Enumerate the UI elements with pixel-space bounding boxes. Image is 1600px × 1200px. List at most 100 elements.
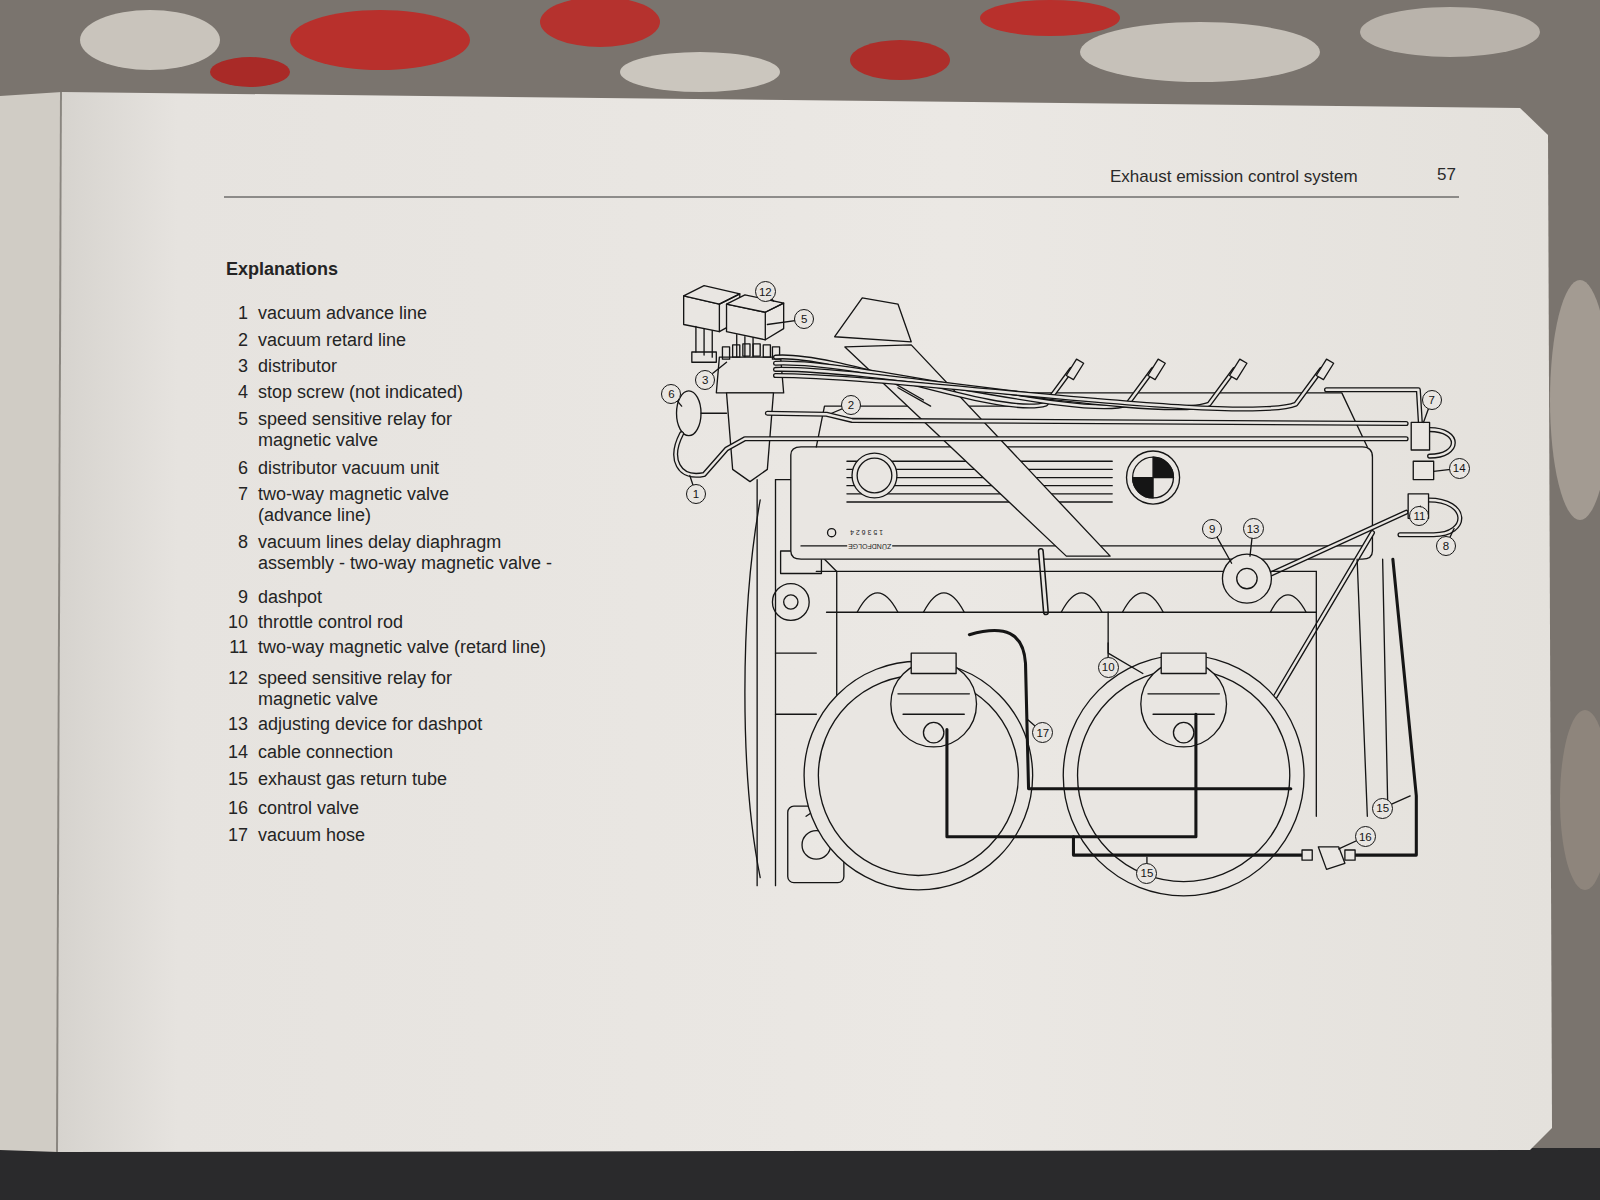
item-number: 9 bbox=[208, 587, 248, 608]
engine-drawing bbox=[772, 584, 809, 621]
engine-drawing bbox=[1148, 359, 1165, 379]
engine-drawing bbox=[1041, 551, 1046, 612]
workbench-background bbox=[1560, 710, 1600, 890]
engine-drawing bbox=[1066, 359, 1083, 379]
engine-drawing bbox=[852, 453, 897, 498]
engine-drawing bbox=[1133, 478, 1153, 498]
item-description: speed sensitive relay for magnetic valve bbox=[258, 409, 498, 451]
workbench-background bbox=[80, 10, 220, 70]
engine-drawing bbox=[1430, 430, 1454, 457]
book-page bbox=[0, 92, 62, 1152]
engine-drawing bbox=[722, 347, 729, 359]
engine-drawing bbox=[692, 352, 716, 362]
engine-drawing bbox=[969, 631, 1290, 789]
callout-number: 5 bbox=[801, 313, 807, 325]
callout-circle: 15 bbox=[1136, 863, 1157, 884]
item-description: vacuum hose bbox=[258, 825, 365, 846]
callout-circle: 14 bbox=[1449, 458, 1470, 479]
item-description: distributor vacuum unit bbox=[258, 458, 439, 479]
callout-number: 13 bbox=[1247, 523, 1260, 535]
workbench-background bbox=[1360, 7, 1540, 57]
book-page bbox=[224, 197, 1459, 198]
callout-circle: 9 bbox=[1202, 519, 1222, 539]
engine-drawing bbox=[1316, 559, 1387, 816]
callout-number: 7 bbox=[1428, 394, 1434, 406]
callout-circle: 5 bbox=[794, 309, 814, 329]
book-page bbox=[58, 92, 1552, 1152]
engine-drawing bbox=[1133, 457, 1174, 498]
engine-drawing bbox=[733, 345, 740, 357]
engine-drawing bbox=[1302, 850, 1312, 860]
engine-drawing bbox=[1265, 512, 1406, 576]
item-description: two-way magnetic valve (retard line) bbox=[258, 637, 546, 658]
engine-drawing bbox=[1148, 694, 1219, 714]
callout-number: 2 bbox=[848, 399, 854, 411]
item-number: 14 bbox=[208, 742, 248, 763]
engine-drawing bbox=[923, 722, 943, 742]
callout-circle: 1 bbox=[686, 484, 706, 504]
engine-drawing bbox=[1316, 359, 1333, 379]
book-page bbox=[0, 92, 1552, 1152]
engine-drawing bbox=[1063, 655, 1304, 896]
workbench-background bbox=[210, 57, 290, 87]
workbench-background bbox=[290, 10, 470, 70]
callout-circle: 17 bbox=[1032, 722, 1053, 743]
engine-drawing bbox=[745, 500, 760, 878]
engine-drawing bbox=[1430, 430, 1454, 457]
engine-drawing bbox=[1041, 551, 1046, 612]
callout-number: 10 bbox=[1102, 661, 1115, 673]
firing-order-text: 1 5 3 6 2 4 bbox=[849, 528, 884, 536]
engine-drawing bbox=[1413, 461, 1433, 479]
engine-drawing bbox=[701, 413, 727, 414]
item-description: control valve bbox=[258, 798, 359, 819]
item-description: cable connection bbox=[258, 742, 393, 763]
engine-drawing bbox=[835, 298, 912, 342]
item-number: 4 bbox=[208, 382, 248, 403]
engine-drawing bbox=[1318, 847, 1345, 869]
item-number: 17 bbox=[208, 825, 248, 846]
engine-drawing bbox=[767, 413, 1406, 423]
item-number: 15 bbox=[208, 769, 248, 790]
callout-circle: 7 bbox=[1422, 390, 1442, 410]
engine-drawing bbox=[763, 345, 770, 357]
callout-circle: 6 bbox=[661, 384, 681, 404]
engine-drawing bbox=[947, 714, 1196, 836]
callout-number: 3 bbox=[702, 374, 708, 386]
item-number: 3 bbox=[208, 356, 248, 377]
item-number: 13 bbox=[208, 714, 248, 735]
callout-number: 15 bbox=[1376, 802, 1389, 814]
engine-drawing bbox=[1127, 451, 1180, 504]
callout-number: 1 bbox=[693, 488, 699, 500]
workbench-background bbox=[540, 0, 660, 47]
item-description: adjusting device for dashpot bbox=[258, 714, 482, 735]
workbench-background bbox=[1550, 280, 1600, 520]
item-description: exhaust gas return tube bbox=[258, 769, 447, 790]
engine-drawing bbox=[776, 653, 817, 714]
workbench-background bbox=[1080, 22, 1320, 82]
engine-drawing bbox=[911, 653, 956, 673]
engine-drawing bbox=[676, 434, 1406, 476]
engine-drawing bbox=[767, 413, 1406, 423]
item-number: 8 bbox=[208, 532, 248, 553]
engine-drawing bbox=[1073, 837, 1308, 855]
engine-drawing bbox=[1265, 512, 1406, 576]
callout-circle: 12 bbox=[755, 281, 776, 302]
item-number: 6 bbox=[208, 458, 248, 479]
item-number: 7 bbox=[208, 484, 248, 505]
engine-drawing bbox=[671, 286, 1459, 896]
engine-drawing bbox=[727, 295, 784, 312]
item-number: 11 bbox=[208, 637, 248, 658]
callout-number: 9 bbox=[1209, 523, 1215, 535]
workbench-background bbox=[0, 1148, 1600, 1200]
engine-drawing bbox=[898, 694, 969, 714]
callout-circle: 2 bbox=[841, 395, 861, 415]
item-number: 1 bbox=[208, 303, 248, 324]
workbench-background bbox=[620, 52, 780, 92]
engine-drawing bbox=[1230, 359, 1247, 379]
callout-number: 12 bbox=[759, 286, 772, 298]
item-description: vacuum lines delay diaphragm assembly - … bbox=[258, 532, 573, 574]
engine-drawing bbox=[1327, 390, 1421, 424]
engine-drawing bbox=[765, 303, 783, 340]
